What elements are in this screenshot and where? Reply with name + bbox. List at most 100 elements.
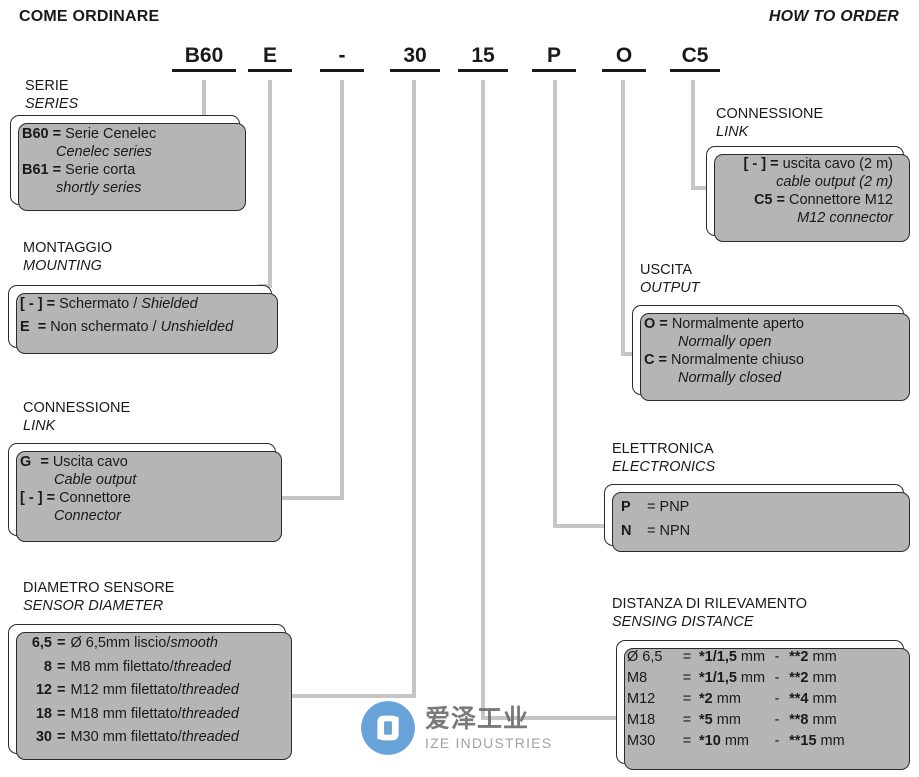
sensing-value-max: **2 mm <box>789 670 837 686</box>
sensing-equals: = <box>682 733 692 749</box>
diameter-row: 8=M8 mm filettato/threaded <box>18 656 239 680</box>
code-token-underline <box>458 69 508 72</box>
uscita-row: C = Normalmente chiuso <box>644 352 804 368</box>
stem-15-foot <box>481 716 617 720</box>
stem-c5 <box>691 80 695 186</box>
diameter-equals: = <box>57 705 66 722</box>
sensing-dash: - <box>774 733 780 749</box>
sensing-dash: - <box>774 670 780 686</box>
stem-o <box>621 80 625 352</box>
code-token-label: - <box>338 44 346 67</box>
code-token-label: P <box>546 44 561 67</box>
code-token-label: B60 <box>184 44 224 67</box>
sensing-size: Ø 6,5 <box>627 649 663 665</box>
sensing-value-min: *1/1,5 mm <box>699 670 766 686</box>
sensing-distance-row: M18=*5 mm-**8 mm <box>627 710 849 731</box>
elettronica-title-en: ELECTRONICS <box>612 458 716 475</box>
code-token-dash: - <box>320 44 364 72</box>
serie-title-en: SERIES <box>25 95 79 112</box>
connessione-left-row: [ - ] = Connettore <box>20 490 131 506</box>
sensing-equals: = <box>682 670 692 686</box>
serie-row: B61 = Serie corta <box>22 162 136 178</box>
stem-30 <box>412 80 416 694</box>
sensing-distance-row: Ø 6,5=*1/1,5 mm-**2 mm <box>627 647 849 668</box>
code-token-label: E <box>262 44 277 67</box>
stem-dash <box>340 80 344 496</box>
stem-b60 <box>202 80 206 116</box>
group-title-uscita: USCITA OUTPUT <box>640 262 700 297</box>
sensing-distance-row: M8 = *1/1,5 mm-**2 mm <box>627 668 849 689</box>
stem-o-foot <box>621 352 639 356</box>
code-token-e: E <box>248 44 292 72</box>
diameter-code: 12 <box>35 682 52 698</box>
sensing-equals: = <box>682 691 692 707</box>
box-connessione-right: [ - ] = uscita cavo (2 m) cable output (… <box>706 146 910 242</box>
diameter-code: 30 <box>35 729 52 745</box>
diameter-code: 18 <box>35 705 52 722</box>
connessione-right-title-en: LINK <box>716 123 749 140</box>
diameter-description: M8 mm filettato/threaded <box>70 658 231 675</box>
connessione-left-row: G = Uscita cavo <box>20 454 128 470</box>
connessione-right-row-en: M12 connector <box>797 210 893 226</box>
uscita-title-it: USCITA <box>640 262 693 278</box>
stem-15 <box>481 80 485 716</box>
serie-row-en: shortly series <box>56 180 142 196</box>
page-title-italian: COME ORDINARE <box>19 8 160 25</box>
watermark-chinese: 爱泽工业 <box>425 704 530 733</box>
diameter-equals: = <box>57 682 66 698</box>
diameter-description: M30 mm filettato/threaded <box>70 729 239 745</box>
box-serie: B60 = Serie Cenelec Cenelec series B61 =… <box>10 115 246 211</box>
uscita-row: O = Normalmente aperto <box>644 316 804 332</box>
montaggio-row: [ - ] = Schermato / Shielded <box>20 296 198 312</box>
code-token-label: C5 <box>681 44 709 67</box>
sensing-value-max: **4 mm <box>789 691 837 707</box>
connessione-left-row-en: Connector <box>54 508 121 524</box>
group-title-distanza: DISTANZA DI RILEVAMENTO SENSING DISTANCE <box>612 596 807 631</box>
watermark: 爱泽工业 IZE INDUSTRIES <box>360 700 552 756</box>
sensing-dash: - <box>774 712 780 728</box>
diameter-code: 6,5 <box>31 635 52 651</box>
sensing-equals: = <box>682 712 692 728</box>
serie-row-en: Cenelec series <box>56 144 152 160</box>
box-elettronica: P = PNP N = NPN <box>604 484 910 552</box>
sensing-dash: - <box>774 649 780 665</box>
group-title-connessione-right: CONNESSIONE LINK <box>716 106 823 141</box>
diameter-equals: = <box>57 729 66 745</box>
code-token-underline <box>602 69 646 72</box>
connessione-right-row-en: cable output (2 m) <box>776 174 893 190</box>
connessione-right-row: C5 = Connettore M12 <box>753 192 893 208</box>
stem-e <box>268 80 272 284</box>
uscita-title-en: OUTPUT <box>640 279 700 296</box>
sensing-value-max: **2 mm <box>789 649 837 665</box>
elettronica-row: P = PNP <box>621 499 690 515</box>
stem-30-foot <box>286 694 416 698</box>
diametro-title-en: SENSOR DIAMETER <box>23 597 164 614</box>
distanza-title-it: DISTANZA DI RILEVAMENTO <box>612 596 807 612</box>
code-token-label: 30 <box>403 44 427 67</box>
code-token-b60: B60 <box>172 44 236 72</box>
serie-row: B60 = Serie Cenelec <box>22 126 157 142</box>
diameter-description: M12 mm filettato/threaded <box>70 682 239 698</box>
group-title-montaggio: MONTAGGIO MOUNTING <box>23 240 112 275</box>
sensing-value-min: *2 mm <box>699 691 741 707</box>
group-title-elettronica: ELETTRONICA ELECTRONICS <box>612 441 715 476</box>
stem-p-foot <box>553 524 615 528</box>
code-token-underline <box>172 69 236 72</box>
diameter-row: 30 =M30 mm filettato/threaded <box>18 726 239 750</box>
diameter-code: 8 <box>43 658 52 675</box>
code-token-30: 30 <box>390 44 440 72</box>
connessione-left-row-en: Cable output <box>54 472 137 488</box>
sensing-size: M8 <box>627 670 648 686</box>
stem-p <box>553 80 557 524</box>
connessione-left-title-it: CONNESSIONE <box>23 400 131 416</box>
ize-logo-icon <box>361 701 415 755</box>
box-montaggio: [ - ] = Schermato / Shielded E = Non sch… <box>8 285 278 354</box>
montaggio-row: E = Non schermato / Unshielded <box>20 319 234 335</box>
sensing-value-max: **15 mm <box>789 733 845 749</box>
group-title-diametro: DIAMETRO SENSORE SENSOR DIAMETER <box>23 580 174 615</box>
uscita-row-en: Normally closed <box>678 370 782 386</box>
